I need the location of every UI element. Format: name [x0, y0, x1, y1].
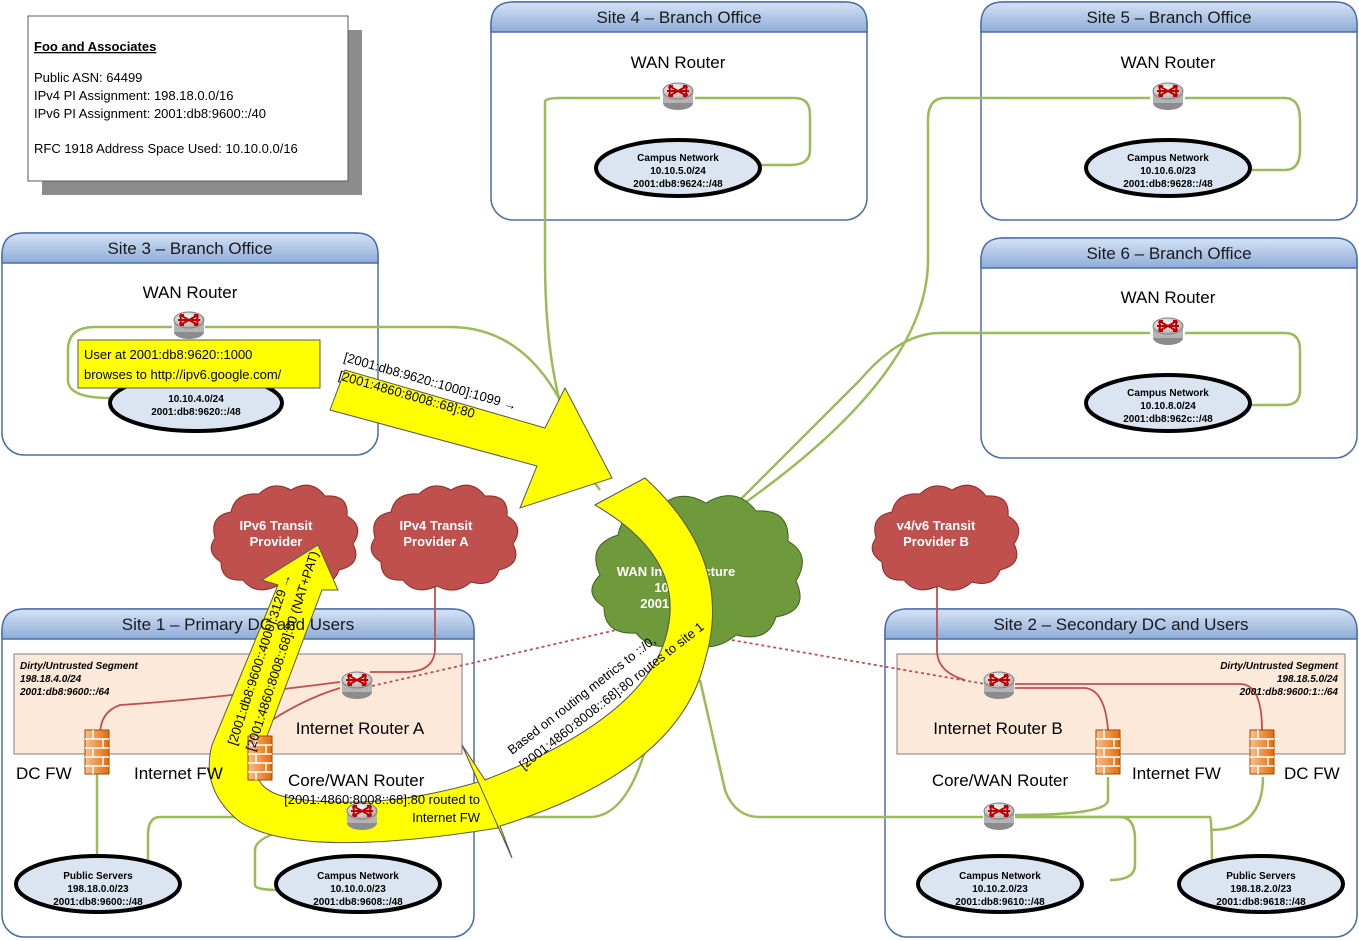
ipv4-transit-line1: IPv4 Transit [400, 518, 474, 533]
site1-campus-v6: 2001:db8:9608::/48 [313, 897, 403, 908]
site2-public-v4: 198.18.2.0/23 [1230, 884, 1292, 895]
site2-core-router-icon [983, 802, 1015, 831]
site2-title: Site 2 – Secondary DC and Users [993, 615, 1248, 634]
site1-segment-v6: 2001:db8:9600::/64 [19, 687, 110, 698]
site4-campus-v4: 10.10.5.0/24 [650, 166, 706, 177]
site6-box [980, 237, 1358, 459]
user-note-line2: browses to http://ipv6.google.com/ [84, 367, 282, 382]
site2-dc-fw-icon [1249, 729, 1275, 775]
v4v6-transit-line2: Provider B [903, 534, 969, 549]
v4v6-transit-cloud [871, 484, 1020, 591]
site2-internet-fw-label: Internet FW [1132, 764, 1221, 783]
site1-public-ellipse [14, 854, 182, 914]
site5-box [980, 1, 1358, 221]
site5-campus-name: Campus Network [1127, 153, 1209, 164]
flow3-line1: [2001:4860:8008::68]:80 routed to [284, 792, 480, 807]
site5-campus-v4: 10.10.6.0/23 [1140, 166, 1196, 177]
site4-campus-v6: 2001:db8:9624::/48 [633, 179, 723, 190]
site3-router-icon [173, 311, 205, 340]
info-box [27, 15, 362, 195]
site1-title: Site 1 – Primary DC and Users [122, 615, 354, 634]
info-ipv6: IPv6 PI Assignment: 2001:db8:9600::/40 [34, 106, 266, 121]
site1-public-v6: 2001:db8:9600::/48 [53, 897, 143, 908]
ipv4-transit-line2: Provider A [403, 534, 469, 549]
site6-router-label: WAN Router [1121, 288, 1216, 307]
user-note-box [77, 339, 321, 389]
site5-campus-ellipse [1084, 138, 1252, 198]
site4-campus-name: Campus Network [637, 153, 719, 164]
flow-arrow-1 [329, 369, 613, 509]
site1-campus-ellipse [274, 854, 442, 914]
site1-internet-router-icon [341, 671, 373, 700]
site1-core-router-icon [346, 802, 378, 831]
site3-campus-v6: 2001:db8:9620::/48 [151, 407, 241, 418]
site6-title: Site 6 – Branch Office [1086, 244, 1251, 263]
site1-dc-fw-label: DC FW [16, 764, 72, 783]
site2-public-name: Public Servers [1226, 871, 1296, 882]
site5-router-icon [1152, 82, 1184, 111]
info-title: Foo and Associates [34, 39, 156, 54]
site2-core-router-label: Core/WAN Router [932, 771, 1069, 790]
site1-public-name: Public Servers [63, 871, 133, 882]
site6-campus-v6: 2001:db8:962c::/48 [1123, 414, 1213, 425]
site6-campus-v4: 10.10.8.0/24 [1140, 401, 1196, 412]
ipv6-transit-line2: Provider [250, 534, 303, 549]
site6-router-icon [1152, 317, 1184, 346]
site5-campus-v6: 2001:db8:9628::/48 [1123, 179, 1213, 190]
site2-segment-v6: 2001:db8:9600:1::/64 [1239, 687, 1339, 698]
flow3-line2: Internet FW [412, 810, 481, 825]
site2-segment-v4: 198.18.5.0/24 [1277, 674, 1339, 685]
site2-campus-ellipse [916, 854, 1084, 914]
dashed-links [371, 619, 986, 687]
site2-internet-router-label: Internet Router B [933, 719, 1062, 738]
site2-internet-fw-icon [1095, 729, 1121, 775]
site3-title: Site 3 – Branch Office [107, 239, 272, 258]
site2-internet-router-icon [983, 671, 1015, 700]
user-note-line1: User at 2001:db8:9620::1000 [84, 347, 252, 362]
site2-segment-name: Dirty/Untrusted Segment [1220, 661, 1338, 672]
site2-public-ellipse [1177, 854, 1345, 914]
site4-campus-ellipse [594, 138, 762, 198]
info-rfc1918: RFC 1918 Address Space Used: 10.10.0.0/1… [34, 141, 298, 156]
site1-segment-v4: 198.18.4.0/24 [20, 674, 82, 685]
site1-dc-fw-icon [84, 729, 110, 775]
site4-title: Site 4 – Branch Office [596, 8, 761, 27]
site2-public-v6: 2001:db8:9618::/48 [1216, 897, 1306, 908]
info-asn: Public ASN: 64499 [34, 70, 142, 85]
info-ipv4: IPv4 PI Assignment: 198.18.0.0/16 [34, 88, 233, 103]
ipv4-transit-cloud [370, 484, 519, 591]
site2-dc-fw-label: DC FW [1284, 764, 1340, 783]
site1-public-v4: 198.18.0.0/23 [67, 884, 129, 895]
site2-campus-name: Campus Network [959, 871, 1041, 882]
site1-campus-v4: 10.10.0.0/23 [330, 884, 386, 895]
site6-campus-name: Campus Network [1127, 388, 1209, 399]
flow-arrow-3 [208, 544, 499, 844]
site4-router-label: WAN Router [631, 53, 726, 72]
site5-router-label: WAN Router [1121, 53, 1216, 72]
site1-internet-fw-label: Internet FW [134, 764, 223, 783]
site4-router-icon [662, 82, 694, 111]
site2-campus-v4: 10.10.2.0/23 [972, 884, 1028, 895]
v4v6-transit-line1: v4/v6 Transit [897, 518, 976, 533]
site3-campus-v4: 10.10.4.0/24 [168, 394, 224, 405]
site1-core-router-label: Core/WAN Router [288, 771, 425, 790]
ipv6-transit-line1: IPv6 Transit [240, 518, 314, 533]
site1-campus-name: Campus Network [317, 871, 399, 882]
site5-title: Site 5 – Branch Office [1086, 8, 1251, 27]
site1-internet-router-label: Internet Router A [296, 719, 425, 738]
site2-campus-v6: 2001:db8:9610::/48 [955, 897, 1045, 908]
site1-segment-name: Dirty/Untrusted Segment [20, 661, 138, 672]
flow-arrow-2-front [461, 477, 713, 859]
site3-router-label: WAN Router [143, 283, 238, 302]
site6-campus-ellipse [1084, 373, 1252, 433]
